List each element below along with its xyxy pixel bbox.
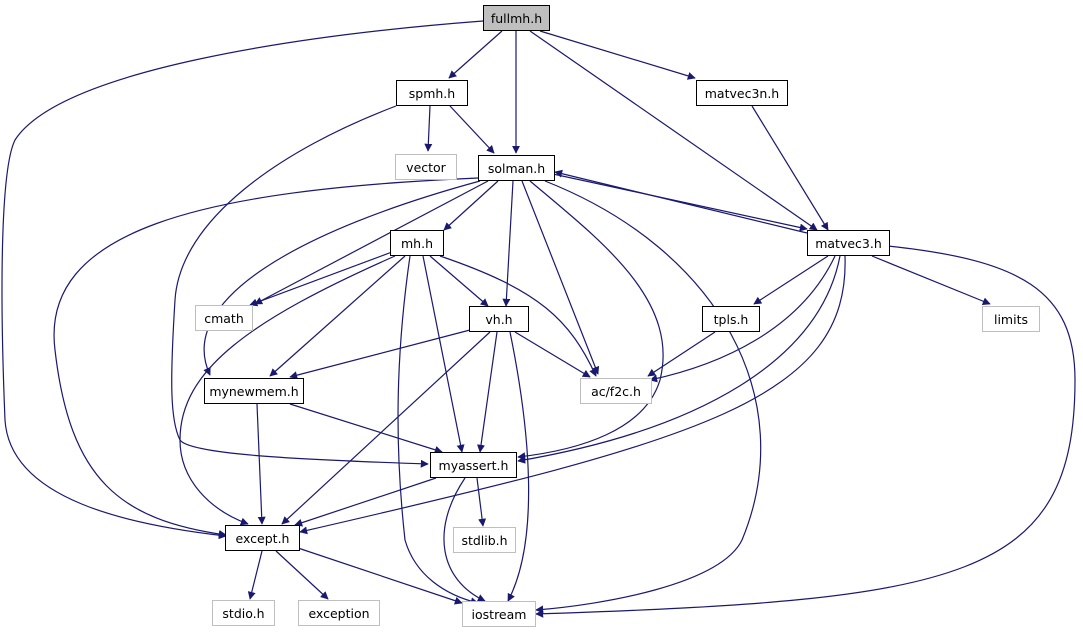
- edge-mh-iostream: [397, 255, 479, 606]
- edge-vh-mynewmem: [289, 329, 471, 380]
- edge-fullmh-matvec3: [529, 30, 818, 231]
- node-solman[interactable]: solman.h: [478, 155, 555, 181]
- edge-except-iostream: [297, 547, 463, 605]
- edge-tpls-acf2c: [647, 331, 716, 377]
- edge-solman-myassert: [517, 180, 664, 461]
- edge-vh-acf2c: [514, 331, 591, 378]
- node-stdlib: stdlib.h: [453, 527, 516, 553]
- edge-except-stdio: [247, 550, 263, 600]
- node-vh[interactable]: vh.h: [469, 306, 529, 332]
- edge-vh-myassert: [477, 331, 498, 453]
- node-spmh[interactable]: spmh.h: [396, 80, 468, 106]
- edge-matvec3-acf2c: [649, 255, 836, 383]
- node-iostream: iostream: [462, 601, 536, 627]
- edge-solman-mh: [443, 180, 499, 231]
- node-vector: vector: [395, 154, 457, 180]
- edge-solman-acf2c: [521, 180, 600, 375]
- node-limits: limits: [982, 306, 1040, 332]
- edge-fullmh-matvec3n: [539, 30, 696, 80]
- edge-mh-cmath: [249, 251, 393, 307]
- edge-matvec3-solman: [554, 169, 808, 234]
- node-matvec3n[interactable]: matvec3n.h: [696, 80, 788, 106]
- edge-myassert-stdlib: [476, 477, 487, 527]
- edge-mh-vh: [429, 255, 489, 307]
- edge-matvec3-tpls: [753, 255, 829, 305]
- edge-mh-except: [179, 255, 396, 526]
- edge-mh-mynewmem: [269, 255, 406, 377]
- edge-matvec3n-matvec3: [751, 105, 829, 231]
- edge-solman-except: [53, 177, 479, 538]
- edge-myassert-iostream: [443, 477, 486, 602]
- edge-solman-mynewmem: [203, 180, 481, 376]
- edge-myassert-except: [294, 477, 437, 527]
- edge-mynewmem-except: [256, 403, 266, 525]
- edge-vh-iostream: [507, 331, 530, 602]
- node-matvec3[interactable]: matvec3.h: [807, 230, 890, 256]
- node-cmath: cmath: [195, 305, 253, 331]
- edge-solman-vh: [502, 180, 514, 307]
- edge-fullmh-except: [1, 20, 484, 540]
- node-myassert[interactable]: myassert.h: [430, 452, 517, 478]
- node-tpls[interactable]: tpls.h: [702, 306, 760, 332]
- edge-spmh-vector: [424, 105, 433, 152]
- edge-solman-cmath: [254, 180, 489, 305]
- node-fullmh: fullmh.h: [483, 5, 550, 31]
- edge-mh-acf2c: [439, 255, 597, 377]
- edge-matvec3-limits: [871, 255, 991, 305]
- edge-solman-matvec3: [552, 173, 808, 232]
- edge-spmh-myassert: [171, 105, 429, 468]
- node-exception: exception: [298, 600, 380, 626]
- node-acf2c: ac/f2c.h: [580, 378, 652, 404]
- edge-spmh-solman: [449, 105, 495, 154]
- node-stdio: stdio.h: [212, 600, 275, 626]
- node-mynewmem[interactable]: mynewmem.h: [204, 378, 304, 404]
- edge-matvec3-iostream: [535, 245, 1076, 618]
- edge-fullmh-spmh: [448, 30, 503, 79]
- node-except[interactable]: except.h: [225, 525, 300, 551]
- edge-mh-myassert: [422, 255, 465, 453]
- edge-mynewmem-myassert: [289, 403, 443, 454]
- edge-except-exception: [275, 550, 329, 600]
- edge-solman-iostream: [535, 180, 762, 614]
- edge-vh-except: [281, 331, 491, 525]
- node-mh[interactable]: mh.h: [390, 230, 444, 256]
- edge-matvec3-myassert: [517, 255, 841, 464]
